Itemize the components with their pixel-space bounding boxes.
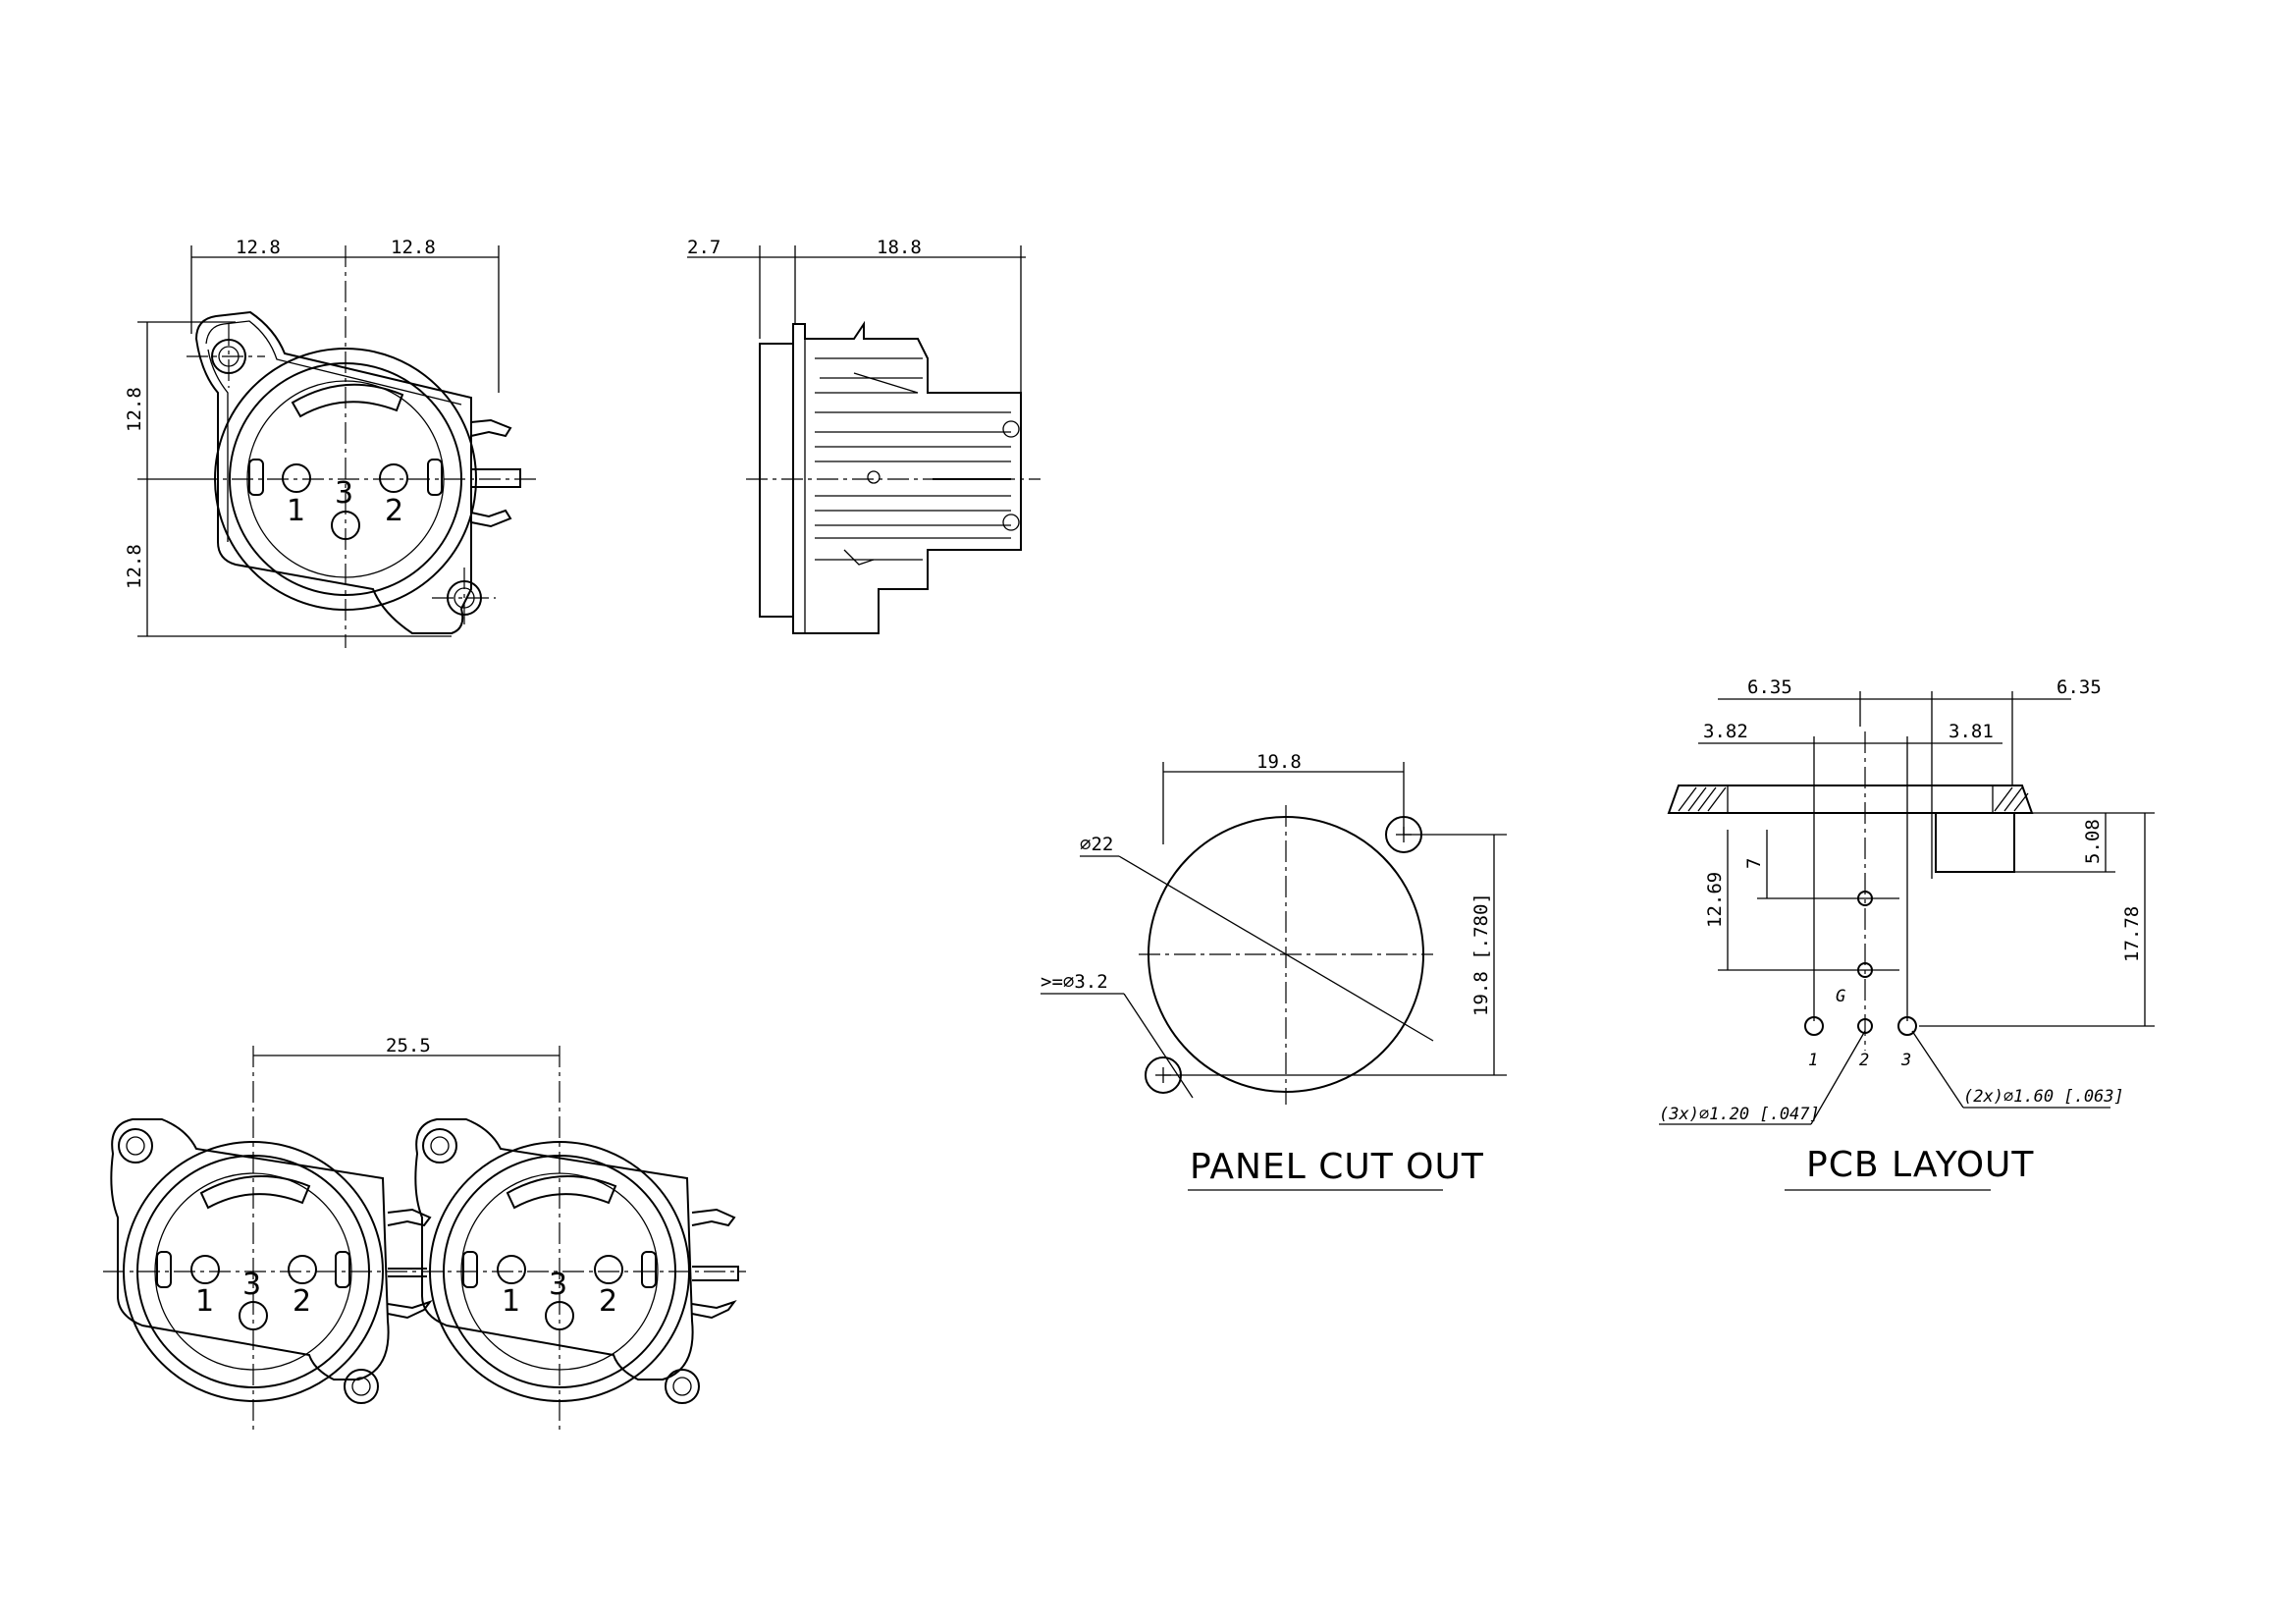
pcb-pin-1-label: 1 bbox=[1808, 1051, 1818, 1070]
dual-left-connector: 1 2 3 bbox=[110, 1046, 433, 1434]
pcb-pin-2-label: 2 bbox=[1859, 1051, 1869, 1070]
pcb-hole-pin-1 bbox=[1804, 1016, 1824, 1036]
dim-pcb-right: 3.81 bbox=[1949, 721, 1994, 742]
hatch-left bbox=[1678, 786, 1727, 812]
dim-front-top-left: 12.8 bbox=[236, 237, 281, 258]
panel-mount-hole-bottom bbox=[1145, 1056, 1182, 1094]
front-pin-3-label: 3 bbox=[335, 476, 353, 511]
dim-pcb-508: 5.08 bbox=[2082, 819, 2104, 864]
dim-pcb-1269: 12.69 bbox=[1704, 872, 1726, 928]
hatch-right bbox=[1994, 786, 2029, 812]
pcb-layout-title: PCB LAYOUT bbox=[1806, 1145, 2034, 1185]
pcb-note-large-holes: (2x)⌀1.60 [.063] bbox=[1963, 1087, 2124, 1107]
dual-right-connector: 1 2 3 bbox=[414, 1046, 739, 1434]
dim-side-depth: 18.8 bbox=[877, 237, 922, 258]
dim-panel-height: 19.8 [.780] bbox=[1470, 893, 1492, 1016]
dim-front-left-lower: 12.8 bbox=[124, 544, 145, 589]
dual-left-pin-1-label: 1 bbox=[195, 1284, 214, 1319]
dual-right-pin-2-label: 2 bbox=[599, 1284, 617, 1319]
dim-panel-width: 19.8 bbox=[1256, 751, 1302, 773]
panel-mount-hole-top bbox=[1385, 816, 1422, 853]
dual-view: 25.5 1 2 3 bbox=[103, 1035, 746, 1434]
pcb-label-g: G bbox=[1836, 987, 1845, 1006]
pcb-note-small-holes: (3x)⌀1.20 [.047] bbox=[1659, 1105, 1820, 1124]
dim-pcb-left: 3.82 bbox=[1703, 721, 1748, 742]
dim-pcb-1778: 17.78 bbox=[2121, 906, 2143, 962]
dim-front-left-upper: 12.8 bbox=[124, 387, 145, 432]
dual-right-pin-3-label: 3 bbox=[549, 1268, 567, 1302]
front-pin-2-label: 2 bbox=[385, 494, 403, 528]
panel-cutout: 19.8 19.8 [.780] ⌀22 >=⌀3.2 PANEL CUT OU… bbox=[1041, 751, 1507, 1191]
dual-left-pin-3-label: 3 bbox=[242, 1268, 261, 1302]
side-view: 2.7 18.8 bbox=[687, 237, 1041, 634]
dual-left-pin-2-label: 2 bbox=[293, 1284, 311, 1319]
front-pin-1-label: 1 bbox=[287, 494, 305, 528]
dim-pcb-7: 7 bbox=[1743, 858, 1765, 869]
dim-panel-hole: >=⌀3.2 bbox=[1041, 971, 1108, 993]
pin-2-hole-icon bbox=[379, 463, 408, 493]
dim-pcb-top-right: 6.35 bbox=[2056, 677, 2102, 698]
panel-cutout-title: PANEL CUT OUT bbox=[1190, 1147, 1484, 1187]
dim-dual-pitch: 25.5 bbox=[386, 1035, 431, 1056]
front-view: 12.8 12.8 12.8 12.8 1 2 3 bbox=[124, 237, 540, 648]
pin-1-hole-icon bbox=[282, 463, 311, 493]
dual-right-pin-1-label: 1 bbox=[502, 1284, 520, 1319]
dim-front-top-right: 12.8 bbox=[391, 237, 436, 258]
pcb-hole-pin-3 bbox=[1897, 1016, 1917, 1036]
pcb-layout: 6.35 6.35 3.82 3.81 5.08 17.78 bbox=[1659, 677, 2155, 1191]
dim-pcb-top-left: 6.35 bbox=[1747, 677, 1792, 698]
dim-side-flange: 2.7 bbox=[687, 237, 721, 258]
pcb-pin-3-label: 3 bbox=[1900, 1051, 1911, 1070]
dim-panel-diameter: ⌀22 bbox=[1080, 834, 1113, 855]
